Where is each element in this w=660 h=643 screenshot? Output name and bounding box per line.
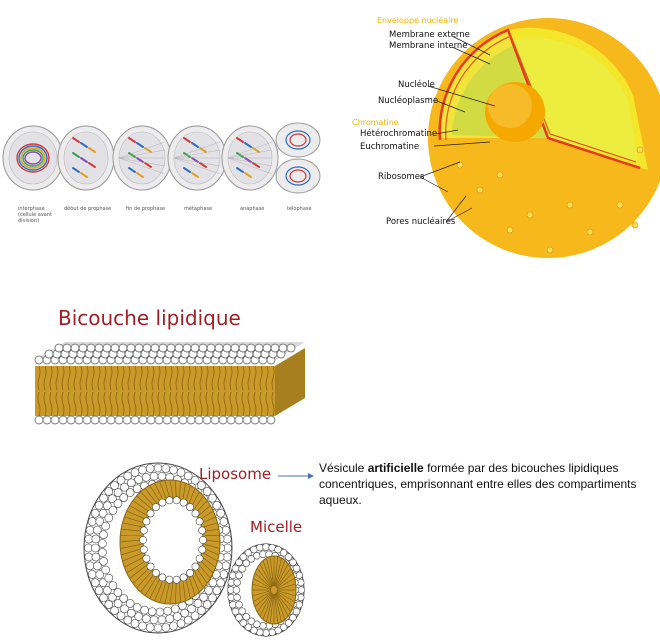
stage-label-anaphase: anaphase — [240, 206, 265, 212]
stage-label-interphase: interphase (cellule avant division) — [18, 206, 52, 224]
label-heterochromatine: Hétérochromatine — [360, 129, 438, 139]
nuclear-membrane — [438, 28, 641, 170]
micelle-title: Micelle — [250, 518, 303, 536]
nucleus-leader-lines — [419, 35, 496, 223]
lipid-bilayer — [34, 342, 305, 425]
stage-label-early-prophase: début de prophase — [64, 206, 112, 212]
liposome-arrow — [278, 473, 314, 479]
stage-label-late-prophase: fin de prophase — [126, 206, 166, 212]
micelle-illustration — [227, 543, 305, 637]
label-chromatine: Chromatine — [352, 118, 399, 127]
bilayer-title: Bicouche lipidique — [58, 306, 241, 330]
label-pores: Pores nucléaires — [386, 217, 456, 227]
mitosis-diagram — [2, 122, 321, 194]
liposome-illustration — [83, 462, 233, 634]
label-membrane-externe: Membrane externe — [389, 30, 470, 40]
liposome-description: Vésicule artificielle formée par des bic… — [319, 461, 637, 507]
nucleus-diagram — [428, 18, 660, 258]
label-enveloppe: Enveloppe nucléaire — [377, 16, 459, 25]
stage-label-telophase: télophase — [287, 206, 312, 212]
label-nucleoplasme: Nucléoplasme — [378, 96, 439, 106]
label-nucleole: Nucléole — [398, 80, 435, 90]
stage-label-metaphase: métaphase — [184, 206, 213, 212]
liposome-title: Liposome — [199, 465, 272, 483]
telophase-cell — [275, 158, 321, 194]
label-euchromatine: Euchromatine — [360, 142, 420, 152]
bilayer-tails — [35, 366, 275, 416]
telophase-cell — [275, 122, 321, 158]
label-ribosomes: Ribosomes — [378, 172, 425, 182]
label-membrane-interne: Membrane interne — [389, 41, 468, 51]
